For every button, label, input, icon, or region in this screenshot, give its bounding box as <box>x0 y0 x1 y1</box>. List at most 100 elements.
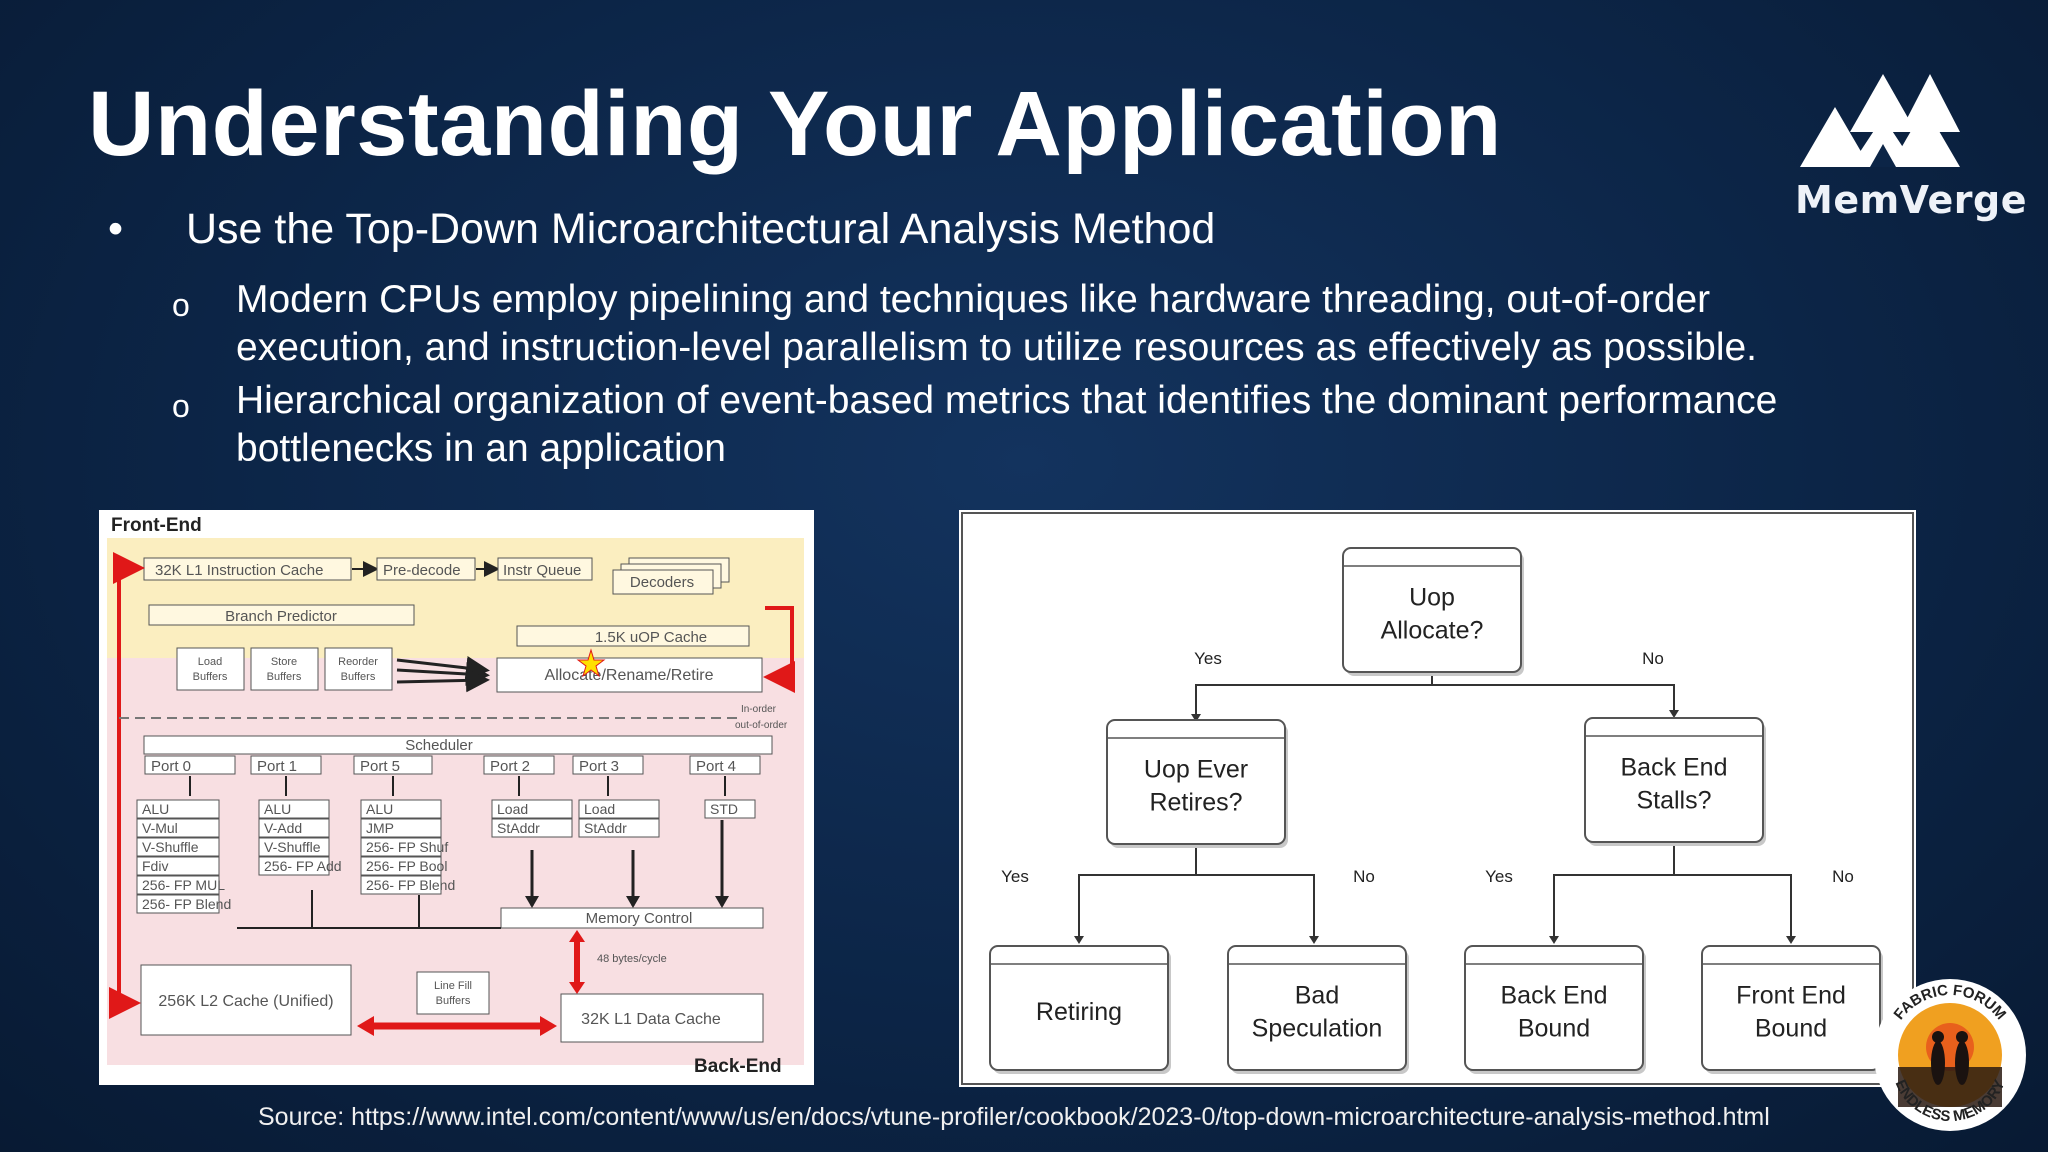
decoders-box <box>612 569 714 595</box>
port-box <box>483 755 555 775</box>
scheduler-label: Scheduler <box>405 737 473 754</box>
sub-bullet-marker: o <box>172 388 190 424</box>
instr-queue-box <box>497 557 593 581</box>
in-order-label: In-order <box>741 704 777 715</box>
bad-speculation-node-label: Bad <box>1295 982 1339 1010</box>
uop-ever-retires-node-label: Uop Ever <box>1144 756 1248 784</box>
bad-speculation-node <box>1227 945 1407 1071</box>
pipeline-diagram: Front-End Back-End 32K L1 Instruction Ca… <box>99 510 814 1085</box>
fabric-forum-badge-icon: FABRIC FORUM ENDLESS MEMORY <box>1874 979 2026 1131</box>
exec-unit-box <box>258 856 330 876</box>
front-end-label: Front-End <box>111 515 202 536</box>
front-end-bound-node <box>1701 945 1881 1071</box>
uop-cache-label: 1.5K uOP Cache <box>595 629 707 646</box>
front-end-bound-node-label: Bound <box>1755 1015 1827 1043</box>
exec-unit-label: STD <box>710 801 738 817</box>
sub-bullet-marker: o <box>172 287 190 323</box>
exec-unit-label: ALU <box>264 801 291 817</box>
exec-unit-box <box>360 799 442 819</box>
back-end-stalls-node-label: Back End <box>1620 754 1727 782</box>
bullet-marker: • <box>108 205 124 253</box>
bad-speculation-node-label: Speculation <box>1252 1015 1383 1043</box>
branch-predictor-box <box>148 604 415 626</box>
exec-unit-label: 256- FP Blend <box>142 896 231 912</box>
back-end-stalls-node-label: Stalls? <box>1636 787 1711 815</box>
exec-unit-box <box>491 799 573 819</box>
back-end-stalls-node <box>1584 717 1764 843</box>
load-buffers-box <box>176 647 245 691</box>
exec-unit-label: StAddr <box>497 820 540 836</box>
sub-bullet-1-line-2: execution, and instruction-level paralle… <box>236 326 1758 369</box>
exec-unit-box <box>704 799 756 819</box>
branch-predictor-label: Branch Predictor <box>225 608 337 625</box>
sub-bullet-2-line-1: Hierarchical organization of event-based… <box>236 379 1778 422</box>
exec-unit-label: ALU <box>366 801 393 817</box>
store-buffers-label-1: Store <box>271 656 297 668</box>
back-end-bound-node-label: Bound <box>1518 1015 1590 1043</box>
slide-title: Understanding Your Application <box>88 73 1502 175</box>
out-of-order-label: out-of-order <box>735 720 788 731</box>
sub-bullet-2-line-2: bottlenecks in an application <box>236 427 726 470</box>
exec-unit-label: 256- FP Bool <box>366 858 447 874</box>
port-box <box>144 755 236 775</box>
root-node-label: Uop <box>1409 584 1455 612</box>
exec-unit-box <box>360 856 442 876</box>
l1-dcache-box <box>560 993 764 1043</box>
reorder-buffers-box <box>324 647 393 691</box>
exec-unit-label: 256- FP Add <box>264 858 342 874</box>
exec-unit-box <box>258 818 330 838</box>
line-fill-label-1: Line Fill <box>434 980 472 992</box>
port-label: Port 3 <box>579 758 619 775</box>
exec-unit-label: 256- FP MUL <box>142 877 225 893</box>
no-label: No <box>1353 867 1375 886</box>
root-node-label: Allocate? <box>1381 617 1484 645</box>
exec-unit-label: Fdiv <box>142 858 168 874</box>
reorder-buffers-label-2: Buffers <box>341 671 376 683</box>
memverge-logo-icon <box>1800 74 1960 167</box>
exec-unit-box <box>136 875 220 895</box>
scheduler-box <box>143 735 773 755</box>
line-fill-box <box>416 971 490 1015</box>
instr-queue-label: Instr Queue <box>503 562 581 579</box>
l2-cache-label: 256K L2 Cache (Unified) <box>158 993 333 1010</box>
port-label: Port 1 <box>257 758 297 775</box>
exec-unit-box <box>136 837 220 857</box>
exec-unit-box <box>258 799 330 819</box>
retiring-node-label: Retiring <box>1036 998 1122 1026</box>
exec-unit-label: JMP <box>366 820 394 836</box>
decoders-label: Decoders <box>630 574 694 591</box>
l1-icache-label: 32K L1 Instruction Cache <box>155 562 323 579</box>
exec-unit-box <box>491 818 573 838</box>
root-node <box>1342 547 1522 673</box>
predecode-box <box>376 557 476 581</box>
main-bullet-text: Use the Top-Down Microarchitectural Anal… <box>186 205 1216 253</box>
memverge-logo-text: MemVerge <box>1795 178 2027 222</box>
exec-unit-box <box>136 799 220 819</box>
exec-unit-box <box>136 894 220 914</box>
yes-label: Yes <box>1485 867 1513 886</box>
port-label: Port 5 <box>360 758 400 775</box>
uop-ever-retires-node <box>1106 719 1286 845</box>
exec-unit-label: 256- FP Blend <box>366 877 455 893</box>
exec-unit-label: ALU <box>142 801 169 817</box>
allocate-box <box>496 657 763 693</box>
exec-unit-box <box>258 837 330 857</box>
exec-unit-box <box>578 818 660 838</box>
port-box <box>689 755 761 775</box>
exec-unit-box <box>360 818 442 838</box>
uop-ever-retires-node-label: Retires? <box>1149 789 1242 817</box>
back-end-label: Back-End <box>694 1056 782 1077</box>
l2-cache-box <box>140 964 352 1036</box>
hotspot-star-icon <box>576 648 606 678</box>
port-box <box>572 755 644 775</box>
back-end-bound-node-label: Back End <box>1500 982 1607 1010</box>
exec-unit-box <box>136 818 220 838</box>
store-buffers-box <box>250 647 319 691</box>
exec-unit-label: V-Mul <box>142 820 178 836</box>
retiring-node <box>989 945 1169 1071</box>
memory-control-box <box>500 907 764 929</box>
load-buffers-label-2: Buffers <box>193 671 228 683</box>
exec-unit-label: StAddr <box>584 820 627 836</box>
port-box <box>250 755 322 775</box>
